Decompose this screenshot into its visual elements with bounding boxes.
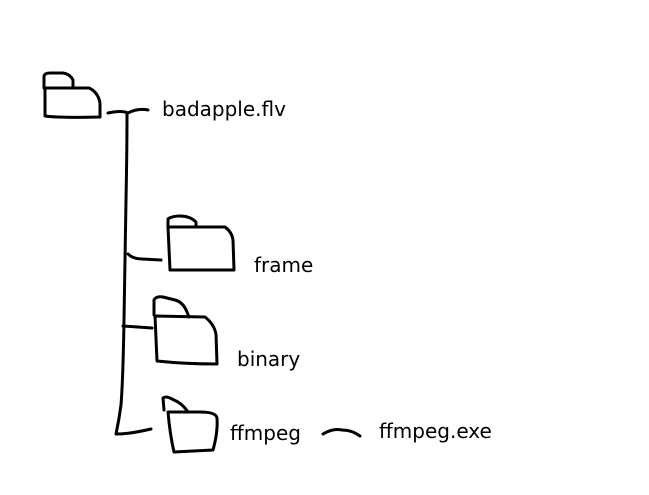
connector-frame [126,252,163,262]
root-file-label: badapple.flv [162,97,286,121]
root-folder-icon [42,71,102,119]
binary-folder-label: binary [237,347,301,371]
tree-trunk-line [114,111,153,436]
ffmpeg-folder-icon [161,395,219,454]
connector-binary [121,324,154,330]
connector-ffmpeg-exe [321,428,362,438]
ffmpeg-folder-label: ffmpeg [230,421,301,445]
frame-folder-icon [166,214,236,272]
binary-folder-icon [152,295,219,366]
frame-folder-label: frame [254,253,314,277]
connector-root-file [106,107,150,115]
ffmpeg-exe-file-label: ffmpeg.exe [379,419,492,443]
